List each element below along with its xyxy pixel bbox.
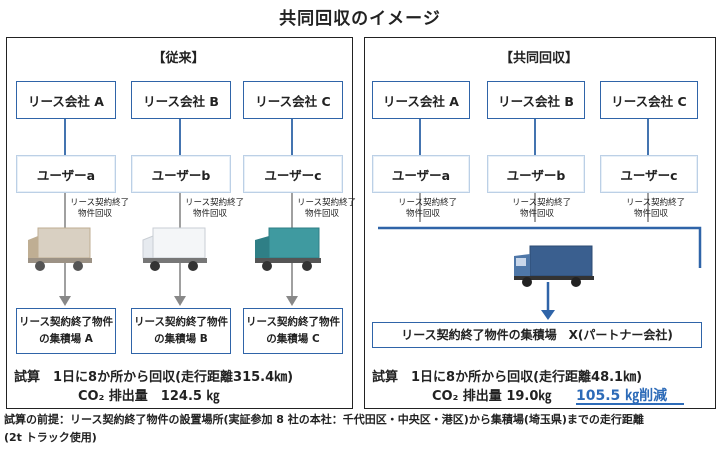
left-calc-line1: 試算 1日に8か所から回収(走行距離315.4㎞): [14, 370, 294, 385]
right-calc-line2: CO₂ 排出量 19.0㎏: [432, 389, 552, 404]
right-user-a: ユーザーa: [372, 155, 470, 193]
left-collect-note-a: リース契約終了物件回収: [70, 198, 130, 219]
footnote-line2: (2t トラック使用): [4, 431, 97, 444]
left-destination-c: リース契約終了物件の集積場 C: [243, 308, 343, 354]
right-collect-note-a: リース契約終了物件回収: [398, 198, 458, 219]
right-collect-note-c: リース契約終了物件回収: [626, 198, 686, 219]
left-user-c: ユーザーc: [243, 155, 343, 193]
left-user-a: ユーザーa: [16, 155, 116, 193]
left-company-c: リース会社 C: [243, 81, 343, 119]
right-company-c: リース会社 C: [600, 81, 698, 119]
left-user-b: ユーザーb: [131, 155, 231, 193]
right-user-b: ユーザーb: [487, 155, 585, 193]
page-title: 共同回収のイメージ: [279, 9, 441, 29]
right-company-b: リース会社 B: [487, 81, 585, 119]
right-user-c: ユーザーc: [600, 155, 698, 193]
footnote-line1: 試算の前提：リース契約終了物件の設置場所(実証参加 8 社の本社：千代田区・中央…: [4, 413, 644, 426]
left-destination-a: リース契約終了物件の集積場 A: [16, 308, 116, 354]
right-destination-x: リース契約終了物件の集積場 X(パートナー会社): [372, 322, 702, 348]
right-reduction-value: 105.5 ㎏削減: [576, 388, 668, 404]
panel-conventional-title: 【従来】: [152, 51, 205, 66]
right-collect-note-b: リース契約終了物件回収: [512, 198, 572, 219]
left-collect-note-b: リース契約終了物件回収: [185, 198, 245, 219]
left-calc-line2: CO₂ 排出量 124.5 ㎏: [78, 389, 220, 404]
left-company-b: リース会社 B: [131, 81, 231, 119]
left-collect-note-c: リース契約終了物件回収: [297, 198, 357, 219]
right-calc-line1: 試算 1日に8か所から回収(走行距離48.1㎞): [372, 370, 643, 385]
right-company-a: リース会社 A: [372, 81, 470, 119]
reduction-underline: [576, 403, 684, 405]
left-destination-b: リース契約終了物件の集積場 B: [131, 308, 231, 354]
panel-joint-title: 【共同回収】: [499, 51, 578, 66]
left-company-a: リース会社 A: [16, 81, 116, 119]
